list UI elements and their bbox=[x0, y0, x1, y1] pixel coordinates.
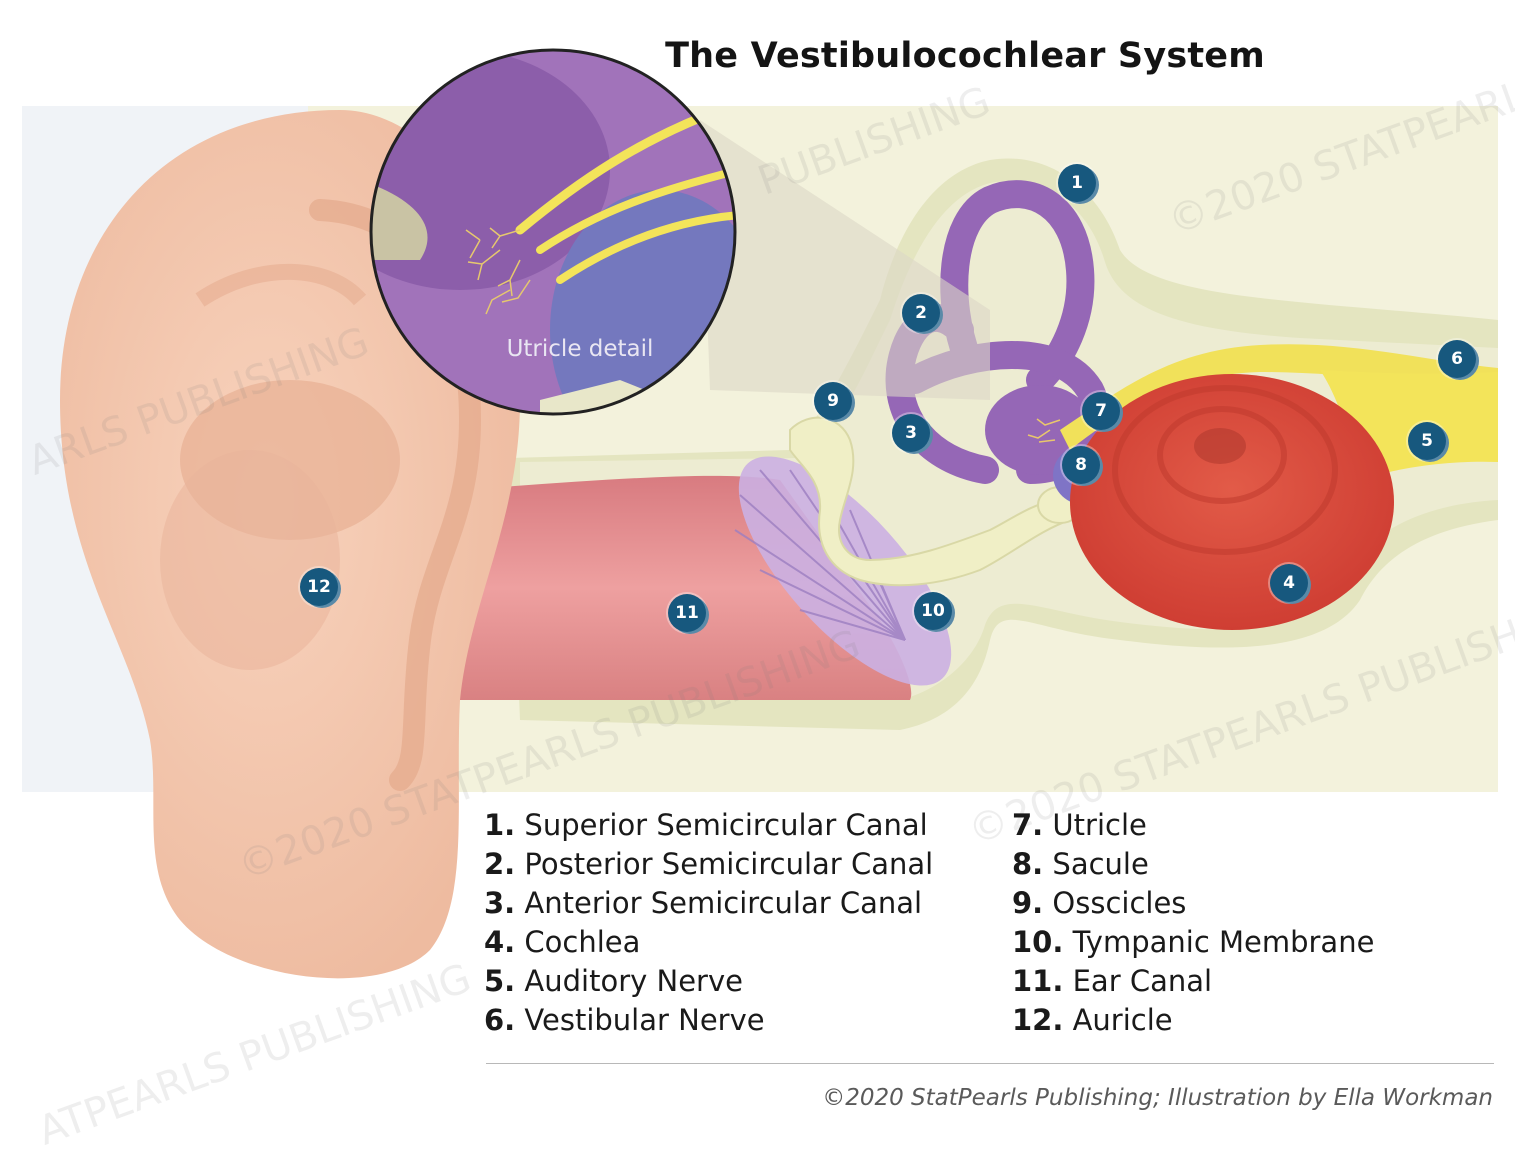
legend-item: 2. Posterior Semicircular Canal bbox=[484, 845, 933, 884]
legend-number: 7. bbox=[1012, 808, 1044, 842]
marker-cochlea[interactable]: 4 bbox=[1270, 564, 1308, 602]
legend-number: 5. bbox=[484, 964, 516, 998]
legend-item: 11. Ear Canal bbox=[1012, 962, 1374, 1001]
legend-number: 9. bbox=[1012, 886, 1044, 920]
legend-item: 8. Sacule bbox=[1012, 845, 1374, 884]
legend-item: 7. Utricle bbox=[1012, 806, 1374, 845]
legend-number: 3. bbox=[484, 886, 516, 920]
legend-label: Sacule bbox=[1052, 847, 1149, 881]
legend-item: 5. Auditory Nerve bbox=[484, 962, 933, 1001]
cochlea-shape bbox=[1070, 374, 1394, 630]
legend-label: Utricle bbox=[1052, 808, 1147, 842]
legend-item: 12. Auricle bbox=[1012, 1001, 1374, 1040]
marker-tympanic-membrane[interactable]: 10 bbox=[914, 592, 952, 630]
legend-item: 9. Osscicles bbox=[1012, 884, 1374, 923]
legend-number: 2. bbox=[484, 847, 516, 881]
legend-item: 6. Vestibular Nerve bbox=[484, 1001, 933, 1040]
legend-right-column: 7. Utricle 8. Sacule 9. Osscicles 10. Ty… bbox=[1012, 806, 1374, 1040]
legend-item: 1. Superior Semicircular Canal bbox=[484, 806, 933, 845]
marker-vestibular-nerve[interactable]: 6 bbox=[1438, 340, 1476, 378]
legend-label: Cochlea bbox=[524, 925, 641, 959]
legend-number: 6. bbox=[484, 1003, 516, 1037]
marker-auricle[interactable]: 12 bbox=[300, 568, 338, 606]
marker-saccule[interactable]: 8 bbox=[1062, 446, 1100, 484]
legend-label: Ear Canal bbox=[1072, 964, 1213, 998]
page-title: The Vestibulocochlear System bbox=[665, 36, 1265, 76]
legend-number: 1. bbox=[484, 808, 516, 842]
marker-superior-canal[interactable]: 1 bbox=[1058, 164, 1096, 202]
marker-posterior-canal[interactable]: 2 bbox=[902, 294, 940, 332]
legend-label: Auricle bbox=[1072, 1003, 1173, 1037]
legend-label: Tympanic Membrane bbox=[1072, 925, 1375, 959]
legend-label: Superior Semicircular Canal bbox=[524, 808, 928, 842]
legend-item: 4. Cochlea bbox=[484, 923, 933, 962]
marker-ear-canal[interactable]: 11 bbox=[668, 594, 706, 632]
legend-item: 3. Anterior Semicircular Canal bbox=[484, 884, 933, 923]
legend-left-column: 1. Superior Semicircular Canal 2. Poster… bbox=[484, 806, 933, 1040]
marker-ossicles[interactable]: 9 bbox=[814, 382, 852, 420]
legend-number: 4. bbox=[484, 925, 516, 959]
marker-anterior-canal[interactable]: 3 bbox=[892, 414, 930, 452]
marker-auditory-nerve[interactable]: 5 bbox=[1408, 422, 1446, 460]
inset-label: Utricle detail bbox=[506, 336, 654, 362]
legend-label: Osscicles bbox=[1052, 886, 1187, 920]
legend-item: 10. Tympanic Membrane bbox=[1012, 923, 1374, 962]
legend-label: Posterior Semicircular Canal bbox=[524, 847, 934, 881]
legend-number: 10. bbox=[1012, 925, 1064, 959]
legend-number: 8. bbox=[1012, 847, 1044, 881]
legend-number: 12. bbox=[1012, 1003, 1064, 1037]
divider bbox=[486, 1063, 1494, 1064]
legend-label: Anterior Semicircular Canal bbox=[524, 886, 923, 920]
legend-label: Vestibular Nerve bbox=[524, 1003, 765, 1037]
credit-line: ©2020 StatPearls Publishing; Illustratio… bbox=[822, 1085, 1493, 1111]
legend-number: 11. bbox=[1012, 964, 1064, 998]
marker-utricle[interactable]: 7 bbox=[1082, 392, 1120, 430]
utricle-inset-border bbox=[369, 48, 737, 416]
legend-label: Auditory Nerve bbox=[524, 964, 743, 998]
